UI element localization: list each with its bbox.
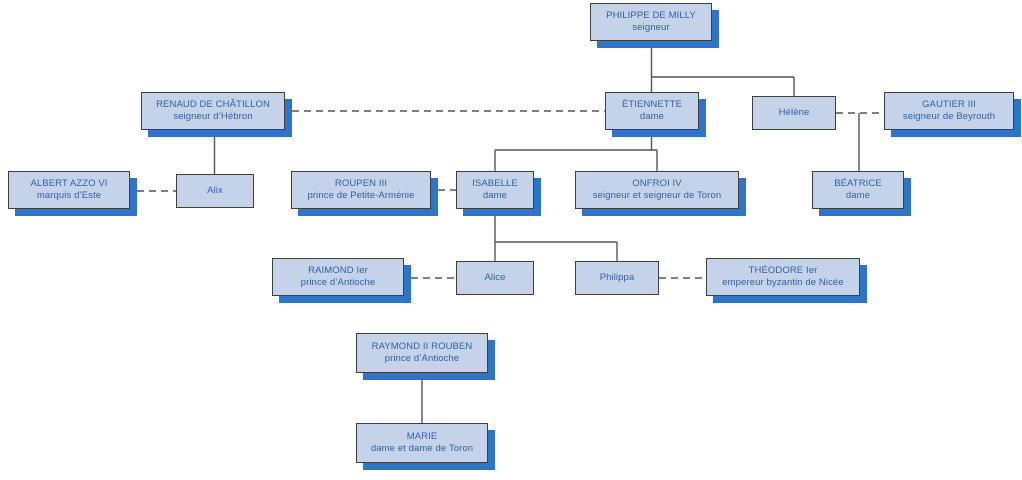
node-name-alice: Alice (484, 271, 506, 283)
node-name-theodore: THÉODORE Ier (748, 264, 818, 276)
node-alice[interactable]: Alice (456, 261, 534, 295)
node-title-philippe: seigneur (632, 22, 670, 33)
node-name-philippa: Philippa (599, 271, 635, 283)
node-philippa[interactable]: Philippa (575, 261, 659, 295)
edge-etiennette-to-children (494, 130, 658, 171)
node-name-etiennette: ÉTIENNETTE (621, 98, 683, 110)
node-title-etiennette: dame (639, 111, 665, 122)
node-name-onfroi: ONFROI IV (632, 177, 682, 189)
node-title-gautier: seigneur de Beyrouth (902, 111, 996, 122)
node-title-renaud: seigneur d’Hébron (173, 111, 253, 122)
node-title-onfroi: seigneur et seigneur de Toron (592, 190, 722, 201)
node-title-beatrice: dame (845, 190, 871, 201)
node-name-helene: Hélène (778, 106, 810, 118)
edge-isabelle-to-children (494, 209, 618, 261)
node-alix[interactable]: Alix (176, 174, 254, 208)
node-name-isabelle: ISABELLE (472, 177, 518, 189)
node-name-renaud: RENAUD DE CHÂTILLON (156, 98, 270, 110)
node-title-theodore: empereur byzantin de Nicée (722, 277, 844, 288)
node-title-albert: marquis d’Este (36, 190, 102, 201)
node-name-roupen: ROUPEN III (334, 177, 388, 189)
node-title-marie: dame et dame de Toron (370, 443, 474, 454)
node-name-marie: MARIE (406, 430, 438, 442)
node-title-isabelle: dame (482, 190, 508, 201)
node-title-roupen: prince de Petite-Arménie (307, 190, 415, 201)
node-name-gautier: GAUTIER III (922, 98, 976, 110)
node-title-raymond2: prince d’Antioche (384, 353, 460, 364)
node-helene[interactable]: Hélène (752, 96, 836, 130)
node-title-raimond: prince d’Antioche (300, 277, 376, 288)
edge-philippe-to-children (650, 41, 795, 96)
node-name-albert: ALBERT AZZO VI (30, 177, 108, 189)
node-name-raimond: RAIMOND Ier (308, 264, 368, 276)
node-name-beatrice: BÉATRICE (834, 177, 882, 189)
node-name-philippe: PHILIPPE DE MILLY (606, 9, 696, 21)
node-name-raymond2: RAYMOND II ROUBEN (371, 340, 473, 352)
node-name-alix: Alix (207, 184, 223, 196)
